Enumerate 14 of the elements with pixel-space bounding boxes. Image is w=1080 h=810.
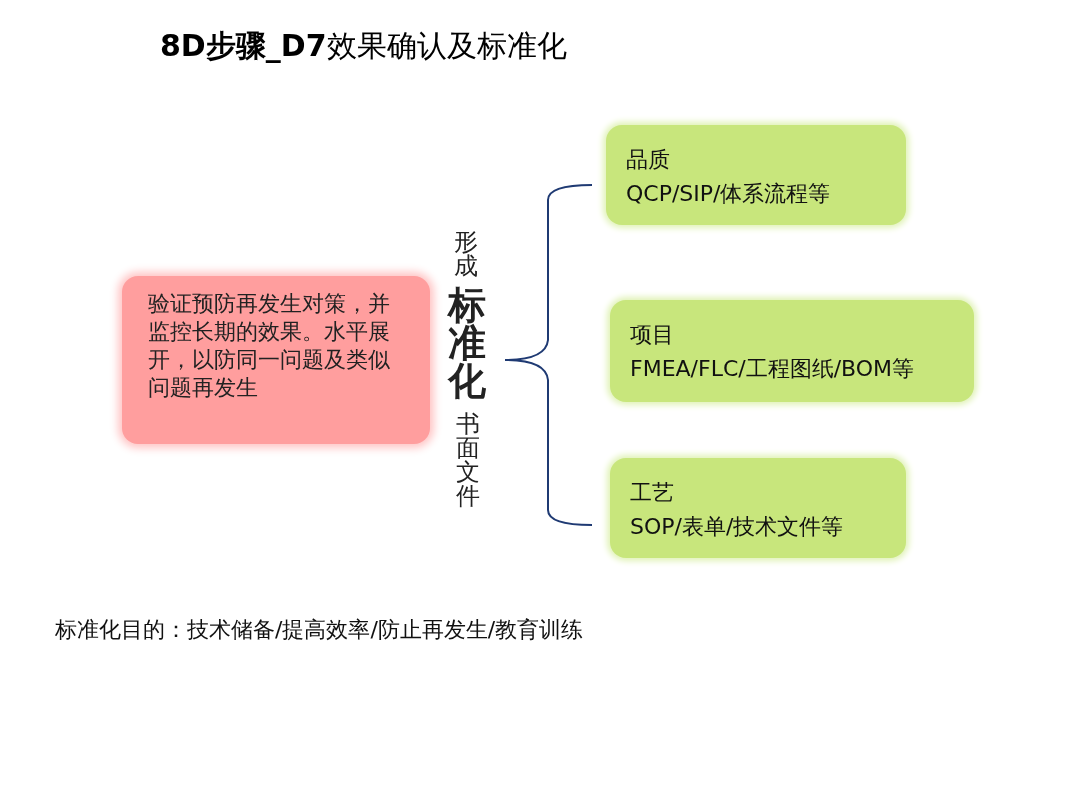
box-heading: 工艺 [630, 479, 675, 507]
box-heading: 品质 [626, 146, 671, 174]
category-box [610, 300, 974, 402]
vertical-label: 书面文件 [456, 412, 480, 508]
box-text: SOP/表单/技术文件等 [630, 513, 845, 541]
box-heading: 项目 [630, 321, 675, 349]
note-box: 验证预防再发生对策，并监控长期的效果。水平展开，以防同一问题及类似问题再发生 [122, 276, 430, 444]
box-text: QCP/SIP/体系流程等 [626, 180, 832, 208]
box-text: FMEA/FLC/工程图纸/BOM等 [630, 355, 916, 383]
purpose-text: 标准化目的：技术储备/提高效率/防止再发生/教育训练 [55, 616, 584, 644]
vertical-label: 形成 [454, 230, 478, 278]
category-box [606, 125, 906, 225]
category-box [610, 458, 906, 558]
title: 8D步骤_D7效果确认及标准化 [160, 27, 567, 65]
